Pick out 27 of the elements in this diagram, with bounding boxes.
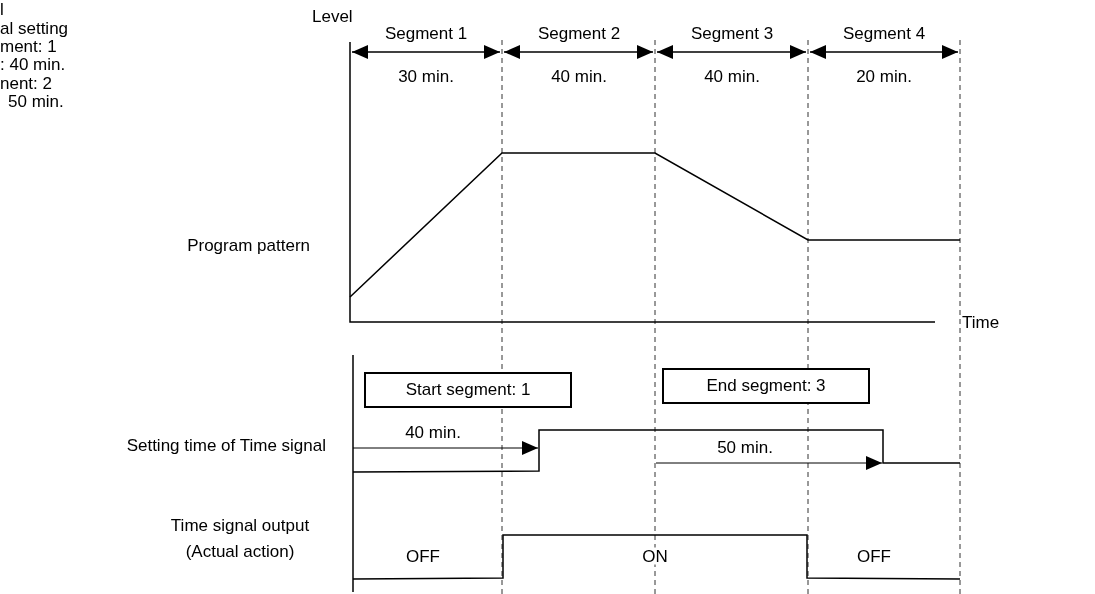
text-label: l xyxy=(0,0,4,18)
text-label: Segment 1 xyxy=(384,24,468,42)
text-label: Level xyxy=(312,7,353,25)
text-label: (Actual action) xyxy=(185,542,295,560)
text-label: ON xyxy=(642,547,668,565)
text-label: OFF xyxy=(857,547,891,565)
text-label: nent: 2 xyxy=(0,74,52,92)
text-label: Setting time of Time signal xyxy=(126,436,326,454)
duration-label: 20 min. xyxy=(856,67,912,85)
text-label: Program pattern xyxy=(187,236,310,254)
text-label: OFF xyxy=(406,547,440,565)
duration-label: 40 min. xyxy=(551,67,607,85)
text-label: 50 min. xyxy=(8,92,64,110)
text-label: al setting xyxy=(0,19,69,37)
duration-label: 40 min. xyxy=(704,67,760,85)
text-label: Segment 3 xyxy=(690,24,774,42)
text-label: Segment 2 xyxy=(537,24,621,42)
duration-label: 30 min. xyxy=(398,67,454,85)
text-label: Time signal output xyxy=(170,516,310,534)
segment-box: Start segment: 1 xyxy=(364,372,572,408)
text-label: : 40 min. xyxy=(0,55,66,73)
duration-label: 40 min. xyxy=(405,423,461,441)
duration-label: 50 min. xyxy=(717,438,773,456)
segment-box: End segment: 3 xyxy=(662,368,870,404)
text-label: ment: 1 xyxy=(0,37,57,55)
text-label: Time xyxy=(962,313,1000,331)
text-label: Segment 4 xyxy=(842,24,926,42)
